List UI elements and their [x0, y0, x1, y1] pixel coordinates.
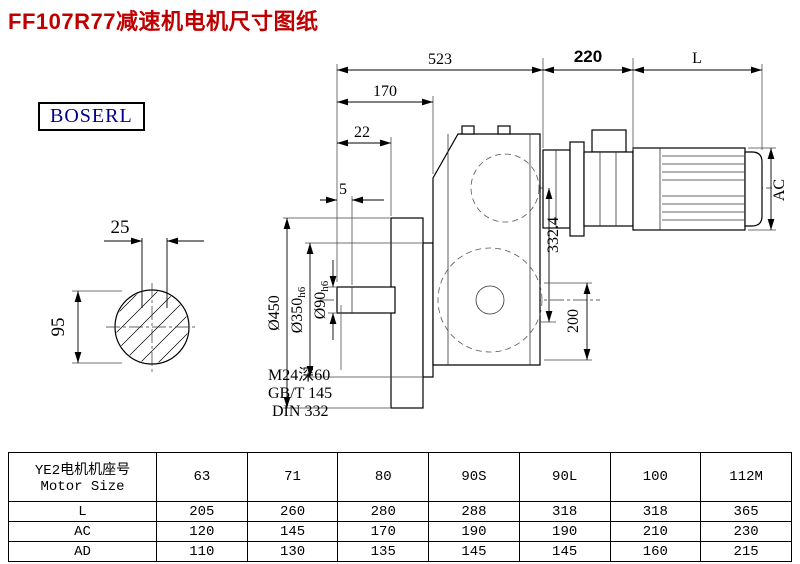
- header-en: Motor Size: [40, 479, 125, 495]
- shaft-cross-section-view: 25 95: [48, 217, 204, 372]
- dim-label-90: Ø90h6: [312, 280, 331, 319]
- input-gear-circle: [470, 153, 540, 223]
- dim-label-5: 5: [339, 181, 347, 198]
- table-cell: 63: [156, 452, 248, 502]
- dim-label-25: 25: [111, 217, 130, 238]
- table-row: L 205 260 280 288 318 318 365: [8, 501, 792, 522]
- output-shaft: [336, 286, 396, 314]
- table-cell: 71: [246, 452, 339, 502]
- dim-spigot-350: Ø350h6: [289, 242, 422, 378]
- gearbox-side-view: [320, 125, 772, 409]
- flange-spigot: [422, 242, 434, 378]
- table-header-row: YE2电机机座号 Motor Size 63 71 80 90S 90L 100…: [8, 452, 792, 502]
- note-standard-din: DIN 332: [272, 403, 328, 420]
- dim-523: 523: [336, 51, 544, 282]
- dim-label-220: 220: [574, 47, 602, 66]
- table-cell: 145: [246, 521, 339, 542]
- output-flange: [390, 217, 424, 409]
- table-cell: 170: [337, 521, 430, 542]
- dim-flange-450: Ø450: [266, 217, 390, 409]
- dim-label-AC: AC: [771, 179, 788, 201]
- dim-key-width-25: 25: [104, 217, 204, 245]
- dim-332-4: 332.4: [540, 188, 562, 323]
- dim-label-450: Ø450: [266, 295, 283, 331]
- technical-drawing: 25 95: [48, 47, 788, 420]
- table-header-motor-size: YE2电机机座号 Motor Size: [8, 452, 157, 502]
- brand-logo: BOSERL: [38, 102, 145, 131]
- note-tap-size: M24深60: [268, 366, 330, 384]
- dim-5: 5: [320, 181, 384, 285]
- dim-22: 22: [337, 124, 392, 216]
- dim-200: 200: [544, 282, 592, 361]
- motor-cooling-fins: [662, 155, 744, 221]
- dim-L: L: [633, 50, 763, 150]
- table-cell: 120: [156, 521, 248, 542]
- table-cell: 210: [609, 521, 702, 542]
- table-cell: 90S: [428, 452, 520, 502]
- table-row: AD 110 130 135 145 145 160 215: [8, 541, 792, 562]
- page-title: FF107R77减速机电机尺寸图纸: [8, 9, 319, 34]
- table-cell: 145: [428, 541, 520, 562]
- table-cell: 135: [337, 541, 430, 562]
- output-bore-circle: [475, 285, 505, 315]
- table-cell: 288: [428, 501, 520, 522]
- row-label: AC: [8, 521, 157, 542]
- dim-label-L: L: [692, 50, 702, 67]
- output-gear-circle: [437, 247, 543, 353]
- housing-bolt-2: [497, 125, 511, 135]
- motor-terminal-box: [591, 129, 627, 153]
- table-cell: 190: [428, 521, 520, 542]
- thread-notes: M24深60 GB/T 145 DIN 332: [268, 305, 342, 420]
- row-label: AD: [8, 541, 157, 562]
- table-cell: 230: [700, 521, 792, 542]
- dimension-table: YE2电机机座号 Motor Size 63 71 80 90S 90L 100…: [8, 452, 792, 562]
- table-cell: 80: [337, 452, 430, 502]
- header-cn: YE2电机机座号: [34, 463, 131, 479]
- table-cell: 160: [609, 541, 702, 562]
- table-cell: 100: [609, 452, 702, 502]
- dim-label-332: 332.4: [545, 217, 562, 253]
- note-standard-gb: GB/T 145: [268, 385, 332, 402]
- table-cell: 365: [700, 501, 792, 522]
- table-cell: 90L: [518, 452, 611, 502]
- motor-end-cap: [744, 151, 763, 227]
- dim-label-95: 95: [48, 318, 69, 337]
- motor-side-view: [542, 129, 763, 237]
- dim-170: 170: [337, 83, 434, 174]
- dim-label-22: 22: [354, 124, 370, 141]
- motor-body: [632, 147, 746, 231]
- table-cell: 145: [518, 541, 611, 562]
- housing-bolt-1: [461, 125, 475, 135]
- table-cell: 318: [518, 501, 611, 522]
- table-cell: 260: [246, 501, 339, 522]
- motor-flange-disc: [569, 141, 585, 237]
- dim-label-200: 200: [565, 309, 582, 333]
- motor-front-bell: [583, 151, 634, 227]
- table-cell: 130: [246, 541, 339, 562]
- table-cell: 190: [518, 521, 611, 542]
- row-label: L: [8, 501, 157, 522]
- brand-logo-text: BOSERL: [50, 105, 133, 127]
- dim-label-170: 170: [373, 83, 397, 100]
- table-row: AC 120 145 170 190 190 210 230: [8, 521, 792, 542]
- table-cell: 110: [156, 541, 248, 562]
- table-cell: 112M: [700, 452, 792, 502]
- dim-output-90: Ø90h6: [312, 260, 337, 340]
- dim-AC: AC: [748, 147, 788, 231]
- dim-shaft-95: 95: [48, 290, 122, 364]
- table-cell: 205: [156, 501, 248, 522]
- table-cell: 318: [609, 501, 702, 522]
- motor-adapter: [542, 149, 571, 229]
- table-cell: 215: [700, 541, 792, 562]
- dim-label-523: 523: [428, 51, 452, 68]
- table-cell: 280: [337, 501, 430, 522]
- dim-label-350: Ø350h6: [289, 286, 308, 333]
- gear-housing: [432, 133, 541, 366]
